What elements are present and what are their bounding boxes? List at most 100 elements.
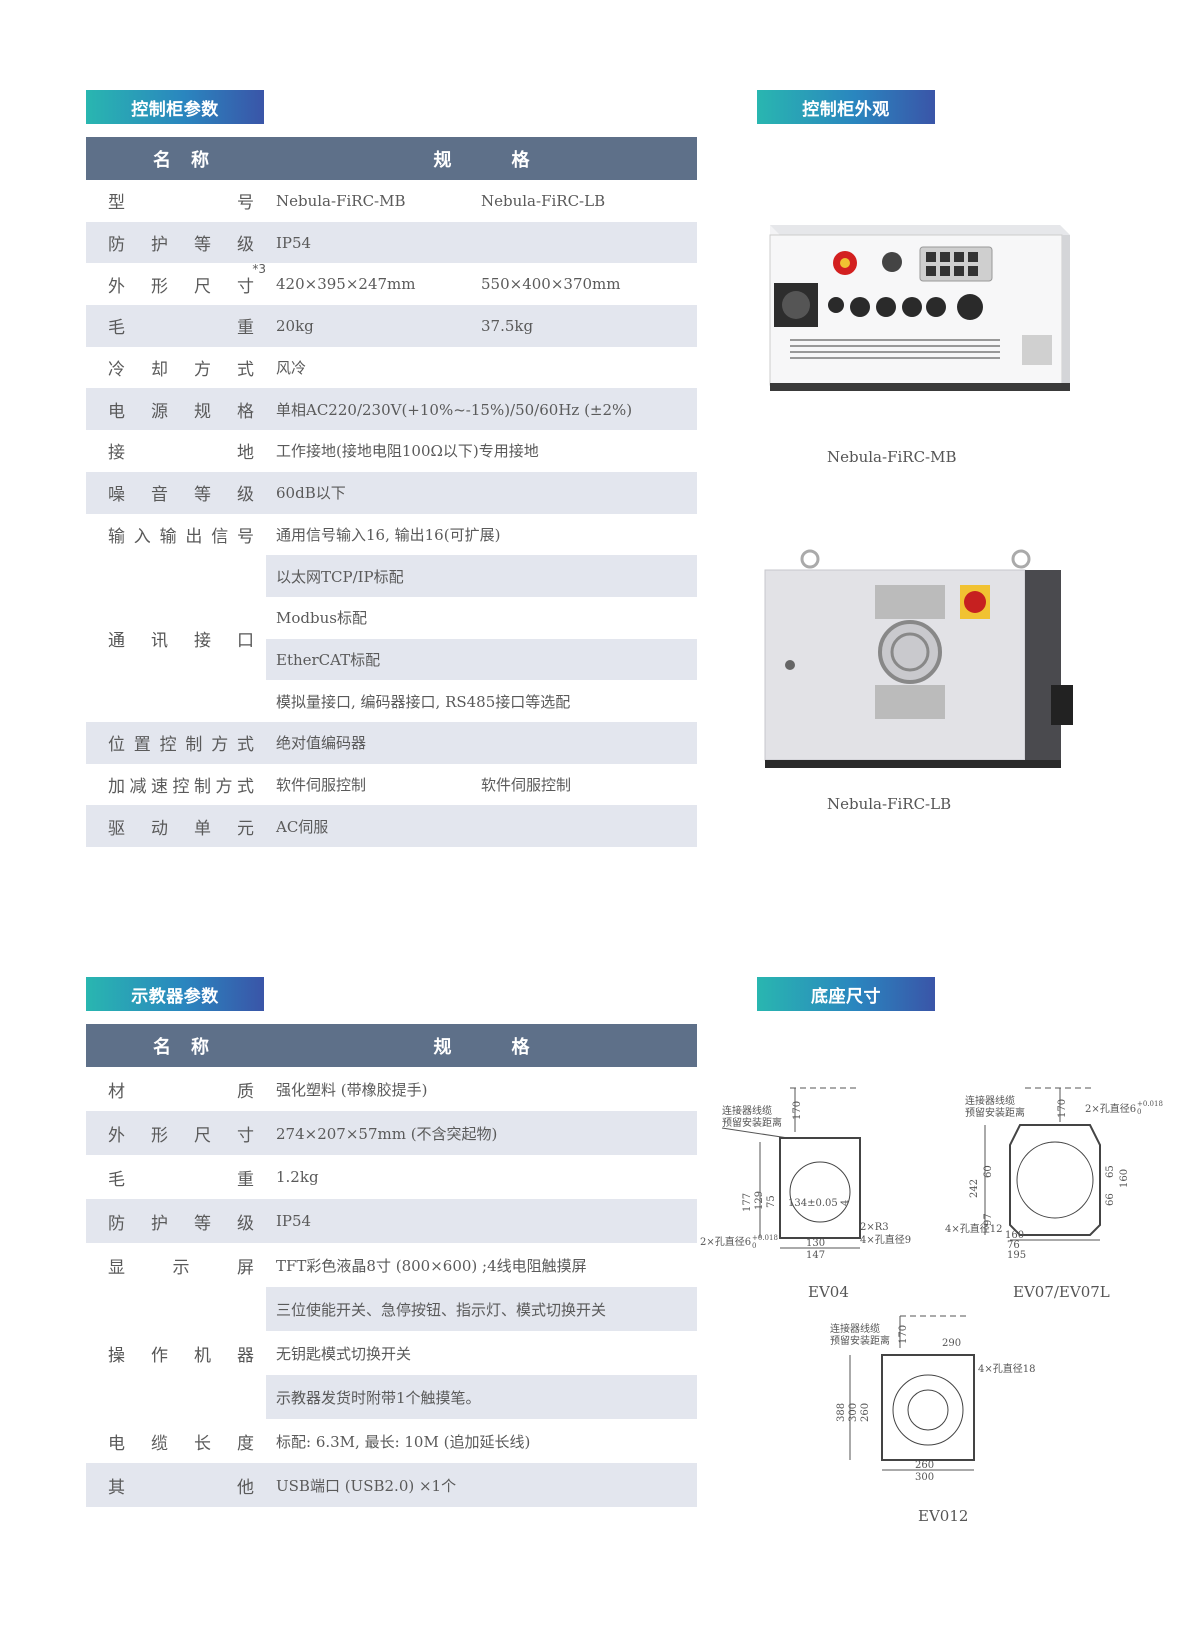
param-name-char: 重 (237, 318, 254, 339)
param-name-char: 驱 (108, 818, 125, 839)
table-row: 输入输出信号通用信号输入16, 输出16(可扩展) (86, 514, 697, 556)
param-name: 防护等级 (86, 230, 266, 255)
ev012-d388: 388 (836, 1403, 847, 1422)
param-value: 274×207×57mm (不含突起物) (276, 1124, 498, 1143)
caption-lb: Nebula-FiRC-LB (827, 795, 952, 813)
table-header: 名称 规格 (86, 1024, 697, 1067)
param-value: USB端口 (USB2.0) ×1个 (276, 1476, 457, 1495)
param-name-char: 却 (151, 360, 168, 381)
param-name-char: 重 (237, 1169, 254, 1190)
param-value: 60dB以下 (276, 484, 346, 503)
param-name-char: 接 (108, 443, 125, 464)
param-name-char: 其 (108, 1477, 125, 1498)
param-name: 冷却方式 (86, 355, 266, 380)
ev07-d97: 97 (983, 1213, 994, 1226)
ev07-note2: 预留安装距离 (965, 1106, 1025, 1119)
param-name: 输入输出信号 (86, 522, 266, 547)
param-value: 风冷 (276, 359, 307, 378)
param-value: Modbus标配 (276, 609, 367, 628)
ev07-hole6: 2×孔直径6 (1085, 1102, 1136, 1115)
header-name-1: 名 (153, 149, 171, 171)
param-name: 毛重 (86, 313, 266, 338)
param-name-char: 置 (133, 735, 151, 756)
param-name-char: 示 (172, 1257, 190, 1278)
param-name-char: 动 (151, 818, 168, 839)
param-name-char: 元 (237, 818, 254, 839)
ev04-hole6: 2×孔直径6 (700, 1235, 751, 1248)
ev07-note1: 连接器线缆 (965, 1094, 1015, 1107)
table-row: 外形尺寸 274×207×57mm (不含突起物) (86, 1111, 697, 1155)
ev012-d300: 300 (915, 1472, 934, 1483)
param-name-char: 输 (159, 526, 177, 547)
ev07-d60: 60 (983, 1165, 994, 1178)
ev04-d147: 147 (806, 1250, 825, 1261)
table-row: 电缆长度标配: 6.3M, 最长: 10M (追加延长线) (86, 1419, 697, 1463)
param-name-char: 防 (108, 1213, 125, 1234)
ev012-d170: 170 (898, 1325, 909, 1344)
param-name-char: 号 (236, 526, 254, 547)
param-name-char: 材 (108, 1081, 125, 1102)
param-name-char: 器 (237, 1345, 254, 1366)
table-row: EtherCAT标配 (266, 638, 697, 681)
param-name-char: 输 (108, 526, 125, 547)
ev012-note1: 连接器线缆 (830, 1322, 880, 1335)
param-name-char: 尺 (194, 276, 211, 297)
ev04-note1: 连接器线缆 (722, 1104, 772, 1117)
ev012-note2: 预留安装距离 (830, 1334, 890, 1347)
param-name-char: 地 (237, 443, 254, 464)
param-value: 三位使能开关、急停按钮、指示灯、模式切换开关 (276, 1300, 607, 1319)
param-name-char: 位 (108, 735, 125, 756)
table-row: 模拟量接口, 编码器接口, RS485接口等选配 (266, 680, 697, 722)
param-name-char: 级 (237, 485, 254, 506)
ev012-d260: 260 (915, 1460, 934, 1471)
param-value: 550×400×370mm (481, 275, 621, 294)
param-name: 防护等级 (86, 1209, 266, 1234)
header-name-2: 称 (191, 1036, 209, 1058)
controller-mb-image (760, 215, 1090, 409)
param-name-char: 机 (194, 1345, 211, 1366)
param-name-char: 式 (237, 776, 254, 797)
param-name-char: 等 (194, 1213, 211, 1234)
table-row: 加减速控制方式软件伺服控制软件伺服控制 (86, 764, 697, 806)
param-name: 外形尺寸*3 (86, 262, 266, 297)
ev07-d66: 66 (1105, 1193, 1116, 1206)
table-row: 三位使能开关、急停按钮、指示灯、模式切换开关 (266, 1287, 697, 1331)
param-name: 外形尺寸 (86, 1121, 266, 1146)
ev04-d4: 4 (840, 1200, 851, 1206)
section-label-controller-appearance: 控制柜外观 (757, 90, 935, 124)
param-value: AC伺服 (276, 817, 329, 836)
ev04-hole9: 4×孔直径9 (860, 1233, 911, 1246)
param-name: 显示屏 (86, 1253, 266, 1278)
param-name-char: 口 (237, 631, 254, 652)
param-name-char: 接 (194, 631, 211, 652)
param-name-char: 级 (237, 1213, 254, 1234)
param-name-char: 式 (237, 360, 254, 381)
table-row: 接地工作接地(接地电阻100Ω以下)专用接地 (86, 430, 697, 472)
param-name-char: 单 (194, 818, 211, 839)
param-name-char: 控 (172, 776, 190, 797)
param-name-char: 电 (108, 1433, 125, 1454)
ev07-d160: 160 (1005, 1230, 1024, 1241)
ev04-tol0: 0 (752, 1242, 756, 1250)
param-value: 示教器发货时附带1个触摸笔。 (276, 1388, 481, 1407)
ev07-d195: 195 (1007, 1250, 1026, 1261)
param-name-char: 出 (185, 526, 203, 547)
param-name: 驱动单元 (86, 814, 266, 839)
param-name-char: 控 (159, 735, 177, 756)
ev04-diagram: 170 连接器线缆 预留安装距离 177 129 75 134±0.05 4 2… (700, 1080, 940, 1294)
ev04-d170: 170 (792, 1101, 803, 1120)
param-name: 其他 (86, 1473, 266, 1498)
param-name: 噪音等级 (86, 480, 266, 505)
comm-interface-label: 通讯接口 (86, 555, 266, 722)
header-spec-2: 格 (511, 1036, 530, 1058)
ev07-d242: 242 (969, 1179, 980, 1198)
param-name-char: 等 (194, 485, 211, 506)
ev07-tol0: 0 (1137, 1108, 1141, 1116)
param-name-char: 尺 (194, 1125, 211, 1146)
table-row: 示教器发货时附带1个触摸笔。 (266, 1375, 697, 1419)
